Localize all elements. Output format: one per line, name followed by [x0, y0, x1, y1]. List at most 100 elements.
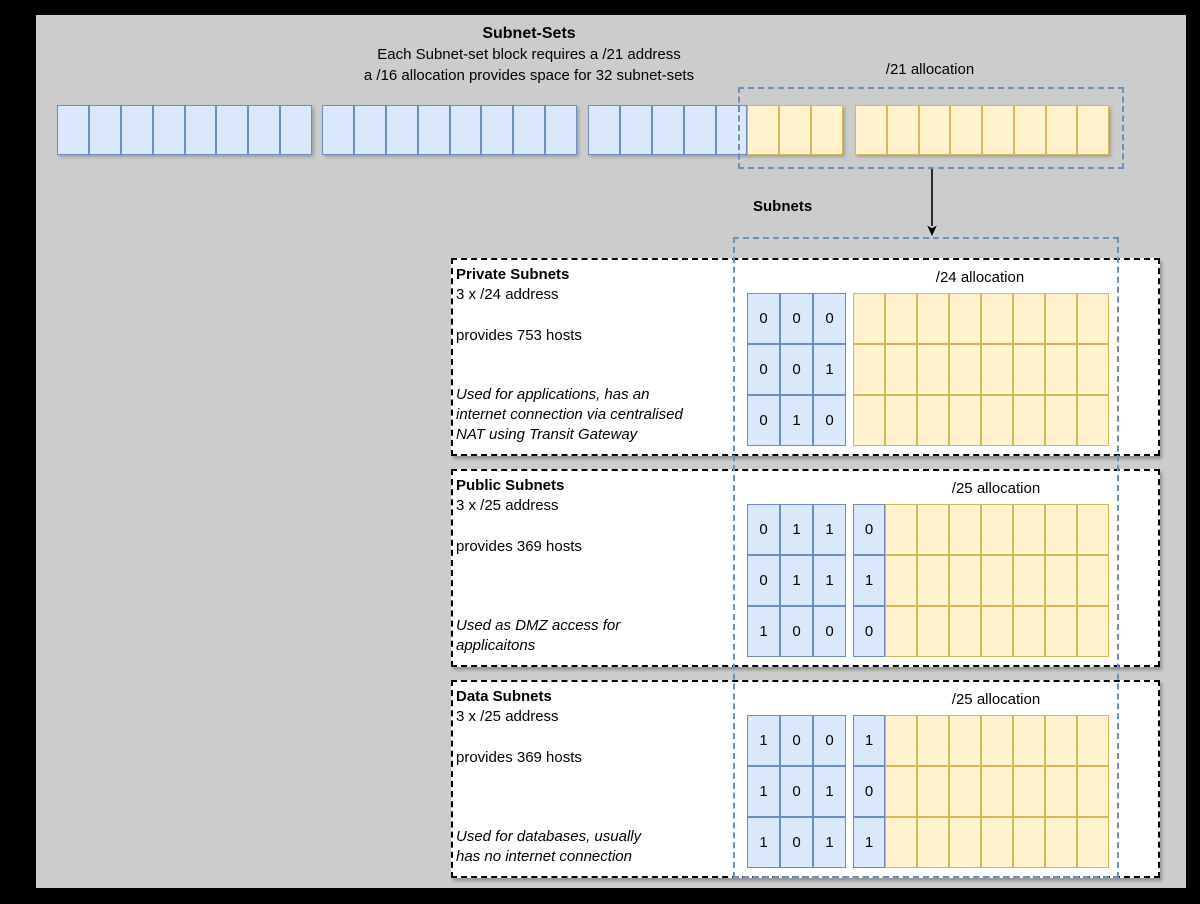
- bit-cell-yellow: [949, 395, 981, 446]
- bit-cell-yellow: [1045, 766, 1077, 817]
- bit-cell-blue: [449, 105, 482, 155]
- alloc-21-label: /21 allocation: [885, 61, 975, 78]
- bit-cell-yellow: [949, 606, 981, 657]
- alloc-24-label: /24 allocation: [935, 269, 1025, 286]
- bit-cell-yellow: [1045, 817, 1077, 868]
- bit-cell-yellow: [1013, 817, 1045, 868]
- bit-cell-yellow: [1077, 817, 1109, 868]
- bit-cell-blue: [216, 105, 249, 155]
- bit-cell-blue: 0: [780, 293, 813, 344]
- bit-cell-blue: 1: [813, 344, 846, 395]
- box-subtitle: 3 x /25 address: [456, 708, 559, 725]
- bit-cell-blue: 1: [813, 555, 846, 606]
- bit-cell-yellow: [885, 555, 917, 606]
- bit-cell-blue: 1: [853, 817, 885, 868]
- alloc-25-label: /25 allocation: [951, 480, 1041, 497]
- bit-cell-yellow: [1013, 504, 1045, 555]
- bit-cell-yellow: [981, 766, 1013, 817]
- bit-cell-yellow: [917, 395, 949, 446]
- bit-cell-blue: 1: [747, 606, 780, 657]
- bit-cell-yellow: [1045, 555, 1077, 606]
- bit-cell-blue: 0: [853, 504, 885, 555]
- bit-cell-yellow: [917, 504, 949, 555]
- bit-cell-yellow: [949, 817, 981, 868]
- private-subnets-box: Private Subnets 3 x /24 address provides…: [451, 258, 1160, 456]
- bit-cell-yellow: [918, 105, 951, 155]
- bit-cell-blue: 1: [813, 817, 846, 868]
- bit-cell-blue: 1: [780, 555, 813, 606]
- bit-cell-yellow: [1013, 766, 1045, 817]
- bit-cell-blue: [481, 105, 514, 155]
- bit-cell-yellow: [917, 555, 949, 606]
- bit-cell-blue: 0: [780, 766, 813, 817]
- bit-cell-yellow: [855, 105, 887, 155]
- box-hosts: provides 369 hosts: [456, 538, 582, 555]
- bit-cell-blue: 1: [813, 504, 846, 555]
- box-subtitle: 3 x /24 address: [456, 286, 559, 303]
- bit-cell-yellow: [1077, 766, 1109, 817]
- bit-cell-yellow: [981, 504, 1013, 555]
- bit-cell-yellow: [747, 105, 780, 155]
- bit-cell-yellow: [1013, 555, 1045, 606]
- bit-cell-blue: 0: [747, 395, 780, 446]
- bit-cell-blue: [619, 105, 652, 155]
- bit-cell-yellow: [950, 105, 982, 155]
- bit-cell-yellow: [1077, 105, 1109, 155]
- bit-cell-yellow: [981, 344, 1013, 395]
- bit-cell-yellow: [1013, 105, 1046, 155]
- bit-cell-yellow: [1077, 344, 1109, 395]
- box-title: Public Subnets: [456, 477, 565, 494]
- bit-cell-yellow: [949, 293, 981, 344]
- bit-cell-blue: [588, 105, 620, 155]
- octet-group-4: [855, 105, 1109, 155]
- bit-cell-blue: [651, 105, 684, 155]
- octet-group-1: [57, 105, 312, 155]
- bit-cell-yellow: [885, 504, 917, 555]
- bit-cell-yellow: [885, 817, 917, 868]
- bit-cell-blue: [120, 105, 153, 155]
- bit-cell-yellow: [1077, 504, 1109, 555]
- bit-cell-yellow: [1013, 293, 1045, 344]
- bit-cell-blue: 0: [813, 606, 846, 657]
- bit-cell-yellow: [981, 715, 1013, 766]
- bit-cell-blue: 0: [747, 504, 780, 555]
- subnets-label: Subnets: [753, 198, 813, 215]
- box-hosts: provides 753 hosts: [456, 327, 582, 344]
- box-title: Private Subnets: [456, 266, 570, 283]
- bit-cell-blue: [545, 105, 577, 155]
- octet-group-2: [322, 105, 577, 155]
- bit-cell-blue: 0: [747, 555, 780, 606]
- octet-group-3: [588, 105, 843, 155]
- bit-cell-yellow: [1045, 293, 1077, 344]
- bit-cell-yellow: [981, 293, 1013, 344]
- box-title: Data Subnets: [456, 688, 552, 705]
- bit-cell-yellow: [885, 766, 917, 817]
- bit-cell-blue: [280, 105, 312, 155]
- bit-cell-yellow: [949, 504, 981, 555]
- bit-cell-yellow: [811, 105, 843, 155]
- bit-cell-blue: 1: [853, 715, 885, 766]
- bit-cell-yellow: [981, 606, 1013, 657]
- bit-cell-yellow: [982, 105, 1014, 155]
- bit-cell-blue: 1: [747, 715, 780, 766]
- bit-cell-blue: 0: [747, 344, 780, 395]
- bit-cell-blue: 0: [780, 715, 813, 766]
- bit-cell-blue: [513, 105, 546, 155]
- bit-cell-yellow: [917, 293, 949, 344]
- bit-cell-blue: [385, 105, 418, 155]
- bit-cell-yellow: [853, 395, 885, 446]
- bit-cell-blue: [184, 105, 217, 155]
- allocation-grid: [853, 293, 1109, 446]
- bit-cell-yellow: [885, 344, 917, 395]
- bit-cell-blue: [683, 105, 716, 155]
- bit-cell-yellow: [886, 105, 919, 155]
- bit-cell-yellow: [1045, 715, 1077, 766]
- bit-cell-yellow: [1013, 395, 1045, 446]
- bit-cell-blue: 0: [813, 293, 846, 344]
- bit-cell-blue: [322, 105, 354, 155]
- bit-cell-yellow: [1077, 555, 1109, 606]
